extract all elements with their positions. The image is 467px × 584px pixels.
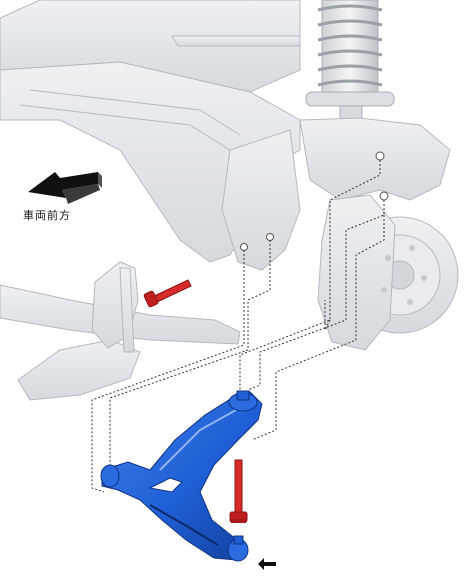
direction-label: 車両前方 (23, 209, 71, 222)
steering-knuckle (299, 117, 459, 351)
subframe-bolt (143, 279, 192, 308)
subframe (0, 0, 301, 401)
lower-control-arm (100, 390, 263, 562)
mount-holes (240, 233, 274, 251)
direction-arrow-icon (28, 172, 102, 204)
leader-lines (91, 160, 385, 493)
pointer-arrow-icon (258, 558, 276, 570)
ball-joint-bolt (229, 459, 248, 523)
